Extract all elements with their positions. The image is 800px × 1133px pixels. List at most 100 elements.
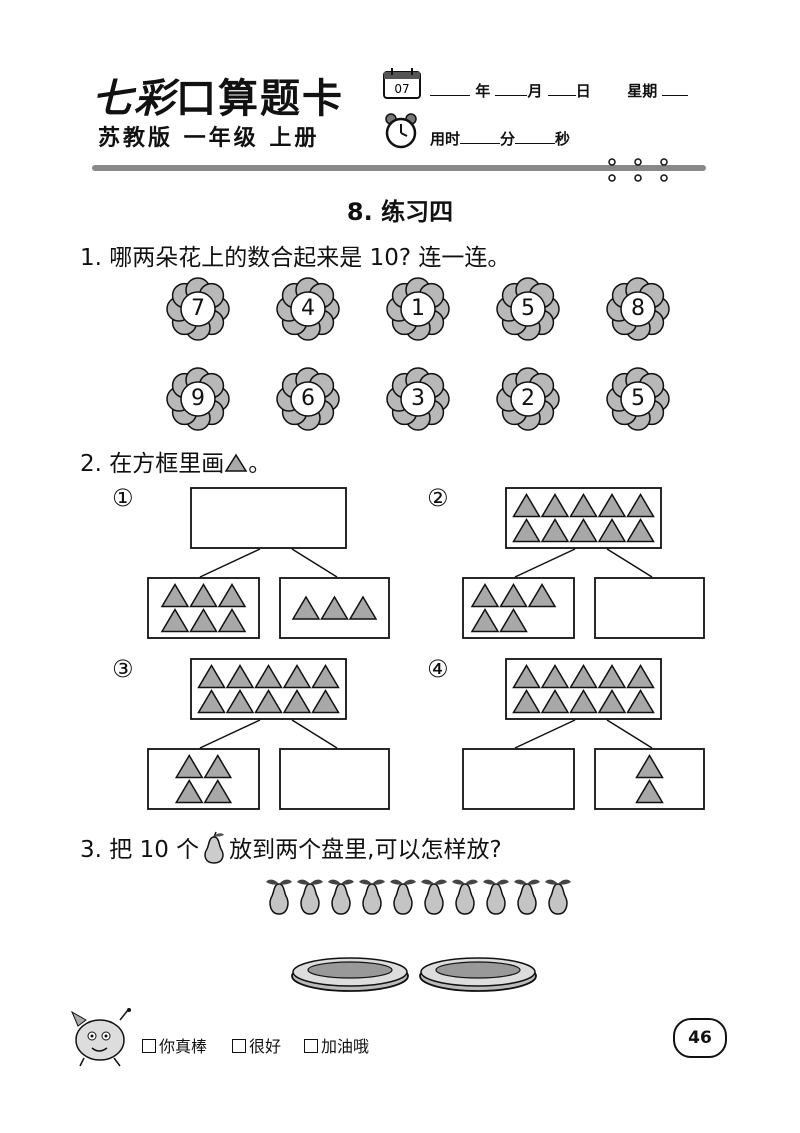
triangle: [203, 779, 233, 804]
question-1: 1. 哪两朵花上的数合起来是 10? 连一连。: [80, 245, 511, 271]
minute-blank[interactable]: [460, 129, 501, 144]
triangle: [597, 689, 627, 714]
left-box[interactable]: [462, 577, 575, 639]
triangle-group: [594, 748, 705, 810]
flower-icon: [166, 367, 230, 431]
alarm-clock-icon: [385, 113, 417, 149]
tree-diagram: [514, 548, 653, 578]
question-2-end: 。: [248, 451, 272, 477]
question-2-text: 2. 在方框里画: [80, 451, 225, 477]
triangle: [311, 689, 340, 714]
flower[interactable]: 7: [166, 277, 230, 341]
flower-number: 8: [631, 296, 645, 321]
rating-label: 你真棒: [159, 1037, 208, 1056]
triangle: [254, 664, 283, 689]
flower-number: 5: [631, 386, 645, 411]
month-blank[interactable]: [495, 81, 528, 96]
triangle: [499, 608, 528, 633]
flower-icon: [496, 277, 560, 341]
triangle: [189, 608, 218, 633]
flower-icon: [606, 367, 670, 431]
time-used-line: 用时分秒: [430, 128, 570, 149]
left-box[interactable]: [147, 748, 260, 810]
triangle: [597, 664, 627, 689]
header-divider: [92, 158, 706, 182]
flower[interactable]: 6: [276, 367, 340, 431]
flower-number: 4: [301, 296, 315, 321]
flower-icon: [386, 277, 450, 341]
year-blank[interactable]: [430, 81, 470, 96]
flower[interactable]: 5: [496, 277, 560, 341]
flower-number: 7: [191, 296, 205, 321]
top-box[interactable]: [505, 487, 662, 549]
weekday-blank[interactable]: [662, 81, 689, 96]
triangle-group: [462, 577, 575, 639]
triangle: [527, 583, 557, 608]
pear: [266, 879, 292, 915]
right-box[interactable]: [594, 577, 705, 639]
top-box[interactable]: [190, 487, 347, 549]
rating-option-1[interactable]: 你真棒: [142, 1033, 207, 1057]
top-box[interactable]: [190, 658, 347, 720]
flower-icon: [276, 367, 340, 431]
triangle-group: [190, 487, 347, 549]
tree-2: ②: [427, 484, 725, 644]
right-box[interactable]: [279, 748, 390, 810]
second-label: 秒: [555, 130, 571, 148]
flower[interactable]: 2: [496, 367, 560, 431]
logo-rest: 口算题卡: [176, 75, 344, 122]
triangle-group: [505, 487, 662, 549]
triangle-icon: [224, 453, 248, 472]
flower[interactable]: 1: [386, 277, 450, 341]
flower-number: 9: [191, 386, 205, 411]
triangle: [174, 779, 204, 804]
flower[interactable]: 8: [606, 277, 670, 341]
flower[interactable]: 9: [166, 367, 230, 431]
triangle: [470, 608, 500, 633]
plate: [419, 957, 537, 992]
top-box[interactable]: [505, 658, 662, 720]
checkbox[interactable]: [304, 1039, 318, 1053]
right-box[interactable]: [279, 577, 390, 639]
flower[interactable]: 4: [276, 277, 340, 341]
triangle-group: [594, 577, 705, 639]
calendar-day: 07: [394, 82, 409, 96]
tree-diagram: [514, 719, 653, 749]
flower-number: 3: [411, 386, 425, 411]
flower-number: 2: [521, 386, 535, 411]
triangle: [569, 689, 598, 714]
tree-diagram: [199, 548, 338, 578]
triangle: [626, 689, 655, 714]
triangle: [569, 493, 598, 518]
triangle-group: [147, 577, 260, 639]
second-blank[interactable]: [515, 129, 556, 144]
triangle: [512, 664, 541, 689]
rating-option-3[interactable]: 加油哦: [304, 1033, 369, 1057]
triangle-group: [279, 577, 390, 639]
flower-icon: [276, 277, 340, 341]
plate: [291, 957, 409, 992]
flower[interactable]: 5: [606, 367, 670, 431]
pear: [421, 879, 447, 915]
page-number: 46: [673, 1018, 727, 1058]
triangle-group: [462, 748, 575, 810]
triangle: [499, 583, 528, 608]
right-box[interactable]: [594, 748, 705, 810]
flower-number: 5: [521, 296, 535, 321]
triangle-group: [147, 748, 260, 810]
year-label: 年: [475, 82, 491, 100]
flower[interactable]: 3: [386, 367, 450, 431]
left-box[interactable]: [462, 748, 575, 810]
day-blank[interactable]: [547, 81, 576, 96]
triangle: [282, 689, 312, 714]
pear: [328, 879, 354, 915]
triangle: [282, 664, 312, 689]
triangle-group: [505, 658, 662, 720]
checkbox[interactable]: [142, 1039, 156, 1053]
rating-option-2[interactable]: 很好: [232, 1033, 281, 1057]
checkbox[interactable]: [232, 1039, 246, 1053]
triangle: [348, 595, 378, 620]
triangle: [512, 689, 541, 714]
left-box[interactable]: [147, 577, 260, 639]
triangle: [540, 689, 570, 714]
